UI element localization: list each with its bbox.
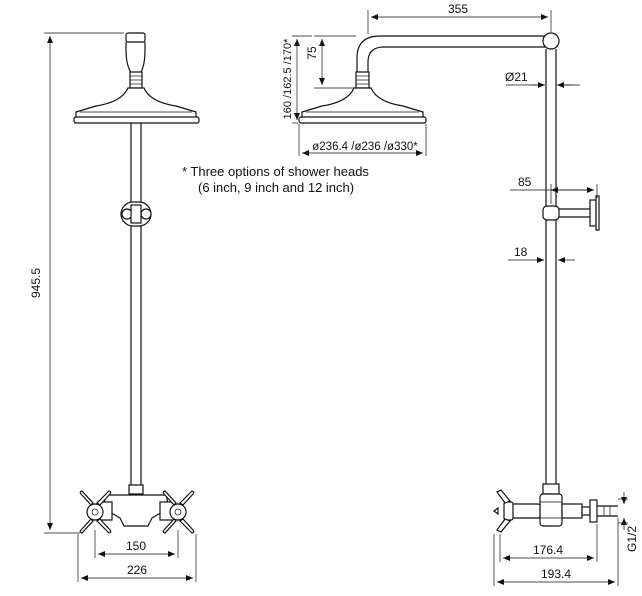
dim-side-arm-projection xyxy=(367,10,552,34)
front-view xyxy=(44,32,200,582)
front-right-crosshead-handle xyxy=(162,490,195,534)
dim-front-valve-centers xyxy=(94,530,179,558)
dim-side-head-heights xyxy=(292,35,312,124)
dim-front-height xyxy=(44,32,124,534)
side-head-rim xyxy=(298,116,427,124)
side-mixer-valve xyxy=(511,483,618,527)
side-elbow-knuckle xyxy=(542,32,560,50)
dim-side-valve-depth xyxy=(499,524,598,562)
label-side-riser-offset: 18 xyxy=(514,245,528,259)
front-left-crosshead-handle xyxy=(79,490,112,534)
side-wall-bracket xyxy=(542,195,600,231)
label-side-head-diameters: ø236.4 /ø236 /ø330* xyxy=(312,141,418,153)
dim-side-head-drop xyxy=(314,35,356,89)
label-front-valve-centers: 150 xyxy=(126,539,146,553)
label-side-valve-depth: 176.4 xyxy=(533,543,563,557)
label-front-overall-width: 226 xyxy=(127,563,147,577)
front-shower-head xyxy=(75,87,197,119)
side-view xyxy=(292,10,628,586)
label-side-overall-depth: 193.4 xyxy=(541,567,571,581)
dim-front-overall-width xyxy=(77,534,197,582)
label-side-bracket-offset: 85 xyxy=(518,175,532,189)
dim-side-overall-depth xyxy=(493,518,619,586)
label-side-inlet-thread: G1/2 xyxy=(625,526,639,552)
label-side-arm-projection: 355 xyxy=(448,2,468,16)
label-side-head-drop: 75 xyxy=(305,46,319,60)
front-head-rim xyxy=(73,116,200,124)
dim-side-inlet-thread xyxy=(618,492,628,530)
label-side-head-heights: 160 /162.5 /170* xyxy=(282,38,294,119)
dim-side-bracket-offset xyxy=(510,184,598,204)
side-shower-head xyxy=(301,87,424,119)
note-shower-head-sizes: (6 inch, 9 inch and 12 inch) xyxy=(198,180,354,195)
dim-side-head-diameters xyxy=(298,124,427,156)
label-side-riser-diameter: Ø21 xyxy=(505,70,528,84)
side-crosshead-handle xyxy=(493,489,514,533)
note-shower-head-options: * Three options of shower heads xyxy=(182,164,369,179)
side-shower-arm xyxy=(356,35,549,72)
front-wall-bracket xyxy=(120,201,152,227)
label-front-height: 945.5 xyxy=(29,268,43,298)
front-arm-cap xyxy=(125,32,146,43)
front-shower-arm xyxy=(125,42,146,75)
